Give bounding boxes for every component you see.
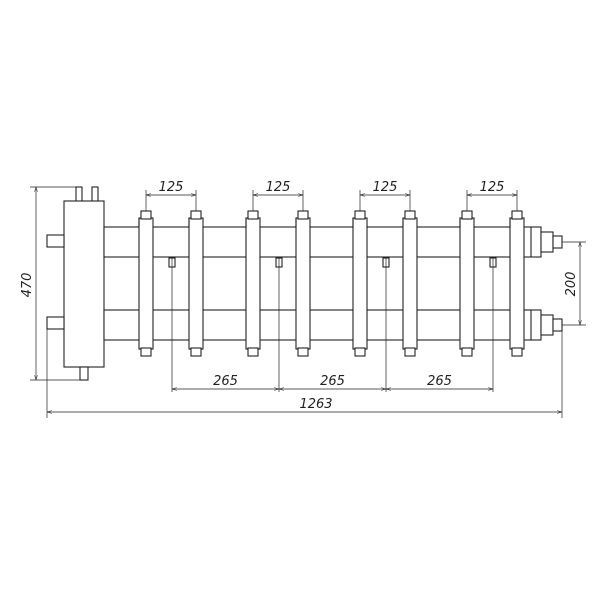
lower-header <box>103 309 542 341</box>
top-pitch-dimension-2: 125 <box>252 180 304 211</box>
pitch-dimensions: 125 125 125 125 265 265 265 <box>145 180 518 392</box>
outlet-top-return <box>297 210 309 220</box>
end-nozzle-top <box>552 235 563 249</box>
pitch-dimension-label: 125 <box>266 180 291 195</box>
outlet-bottom-supply <box>140 347 152 357</box>
outlet-top-return <box>190 210 202 220</box>
height-dimension-label: 470 <box>20 273 35 298</box>
length-dimension-label: 1263 <box>299 397 332 412</box>
end-nozzle-bottom <box>552 318 563 332</box>
top-pitch-dimension-1: 125 <box>145 180 197 211</box>
outlet-top-supply <box>247 210 259 220</box>
outlet-bottom-return <box>190 347 202 357</box>
circuit-pipe-return <box>188 217 204 350</box>
end-fitting-top <box>540 231 554 253</box>
circuit-pipe-return <box>509 217 525 350</box>
bottom-pitch-dimension-3: 265 <box>386 374 493 389</box>
pitch-dimension-label: 125 <box>373 180 398 195</box>
bottom-pitch-dimension-1: 265 <box>172 374 279 389</box>
bottom-pitch-label: 265 <box>213 374 238 389</box>
circuit-group-3 <box>352 210 418 357</box>
outlet-bottom-supply <box>461 347 473 357</box>
spacing-dimension-label: 200 <box>564 272 579 297</box>
outlet-top-supply <box>140 210 152 220</box>
circuit-group-4 <box>459 210 525 357</box>
circuit-pipe-supply <box>245 217 261 350</box>
pitch-dimension-label: 125 <box>159 180 184 195</box>
outlet-top-supply <box>461 210 473 220</box>
upper-header <box>103 226 542 258</box>
circuit-pipe-supply <box>138 217 154 350</box>
outlet-top-return <box>511 210 523 220</box>
outlet-bottom-supply <box>247 347 259 357</box>
outlet-bottom-return <box>511 347 523 357</box>
top-pitch-dimension-3: 125 <box>359 180 411 211</box>
outlet-bottom-supply <box>354 347 366 357</box>
circuit-group-1 <box>138 210 204 357</box>
separator-side-nozzle-bottom <box>46 316 65 330</box>
circuit-groups <box>138 210 525 357</box>
hydraulic-separator <box>46 186 105 381</box>
outlet-top-supply <box>354 210 366 220</box>
separator-side-nozzle-top <box>46 234 65 248</box>
circuit-pipe-supply <box>459 217 475 350</box>
circuit-pipe-supply <box>352 217 368 350</box>
separator-drain-nozzle <box>79 366 89 381</box>
end-fitting-bottom <box>540 314 554 336</box>
outlet-bottom-return <box>404 347 416 357</box>
bottom-pitch-label: 265 <box>427 374 452 389</box>
bottom-pitch-label: 265 <box>320 374 345 389</box>
circuit-group-2 <box>245 210 311 357</box>
bottom-pitch-dimension-2: 265 <box>279 374 386 389</box>
outlet-bottom-return <box>297 347 309 357</box>
separator-body <box>63 200 105 368</box>
dimensions: 470 200 1263 125 125 125 125 265 265 265 <box>20 180 586 418</box>
circuit-pipe-return <box>402 217 418 350</box>
outlet-top-return <box>404 210 416 220</box>
pitch-dimension-label: 125 <box>480 180 505 195</box>
circuit-pipe-return <box>295 217 311 350</box>
top-pitch-dimension-4: 125 <box>466 180 518 211</box>
